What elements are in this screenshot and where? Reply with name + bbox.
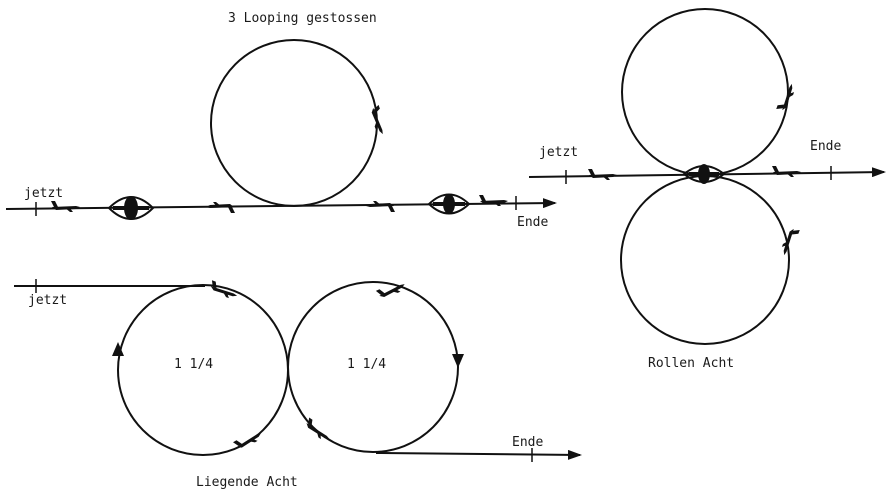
liegende-acht-start-label: jetzt: [28, 293, 67, 308]
liegende-acht-left-loop-label: 1 1/4: [174, 357, 213, 372]
looping-end-label: Ende: [517, 215, 548, 230]
plane-silhouette-icon: [206, 202, 235, 213]
liegende-acht-right-loop-label: 1 1/4: [347, 357, 386, 372]
roll-symbol-icon: [682, 164, 726, 184]
roll-symbol-icon: [107, 196, 155, 220]
direction-arrow-icon: [112, 342, 124, 356]
plane-silhouette-icon: [366, 201, 395, 212]
liegende-acht-title: Liegende Acht: [196, 475, 298, 490]
liegende-acht-figure: Liegende Acht jetzt Ende 1 1/4 1 1/4: [14, 278, 582, 490]
rollen-acht-end-label: Ende: [810, 139, 841, 154]
looping-circle: [210, 39, 378, 207]
looping-start-label: jetzt: [24, 186, 63, 201]
direction-arrow-icon: [452, 354, 464, 368]
roll-symbol-icon: [427, 193, 471, 215]
plane-silhouette-icon: [51, 201, 80, 212]
rollen-acht-lower-circle: [620, 175, 790, 345]
looping-figure: 3 Looping gestossen jetzt Ende: [5, 11, 557, 230]
rollen-acht-figure: Rollen Acht jetzt Ende: [528, 8, 886, 371]
plane-silhouette-icon: [368, 104, 389, 136]
rollen-acht-start-label: jetzt: [539, 145, 578, 160]
rollen-acht-upper-circle: [621, 8, 789, 176]
plane-silhouette-icon: [772, 166, 801, 177]
liegende-acht-exit-line: [375, 449, 582, 460]
rollen-acht-title: Rollen Acht: [648, 356, 734, 371]
looping-title: 3 Looping gestossen: [228, 11, 377, 26]
liegende-acht-end-label: Ende: [512, 435, 543, 450]
plane-silhouette-icon: [588, 169, 617, 180]
